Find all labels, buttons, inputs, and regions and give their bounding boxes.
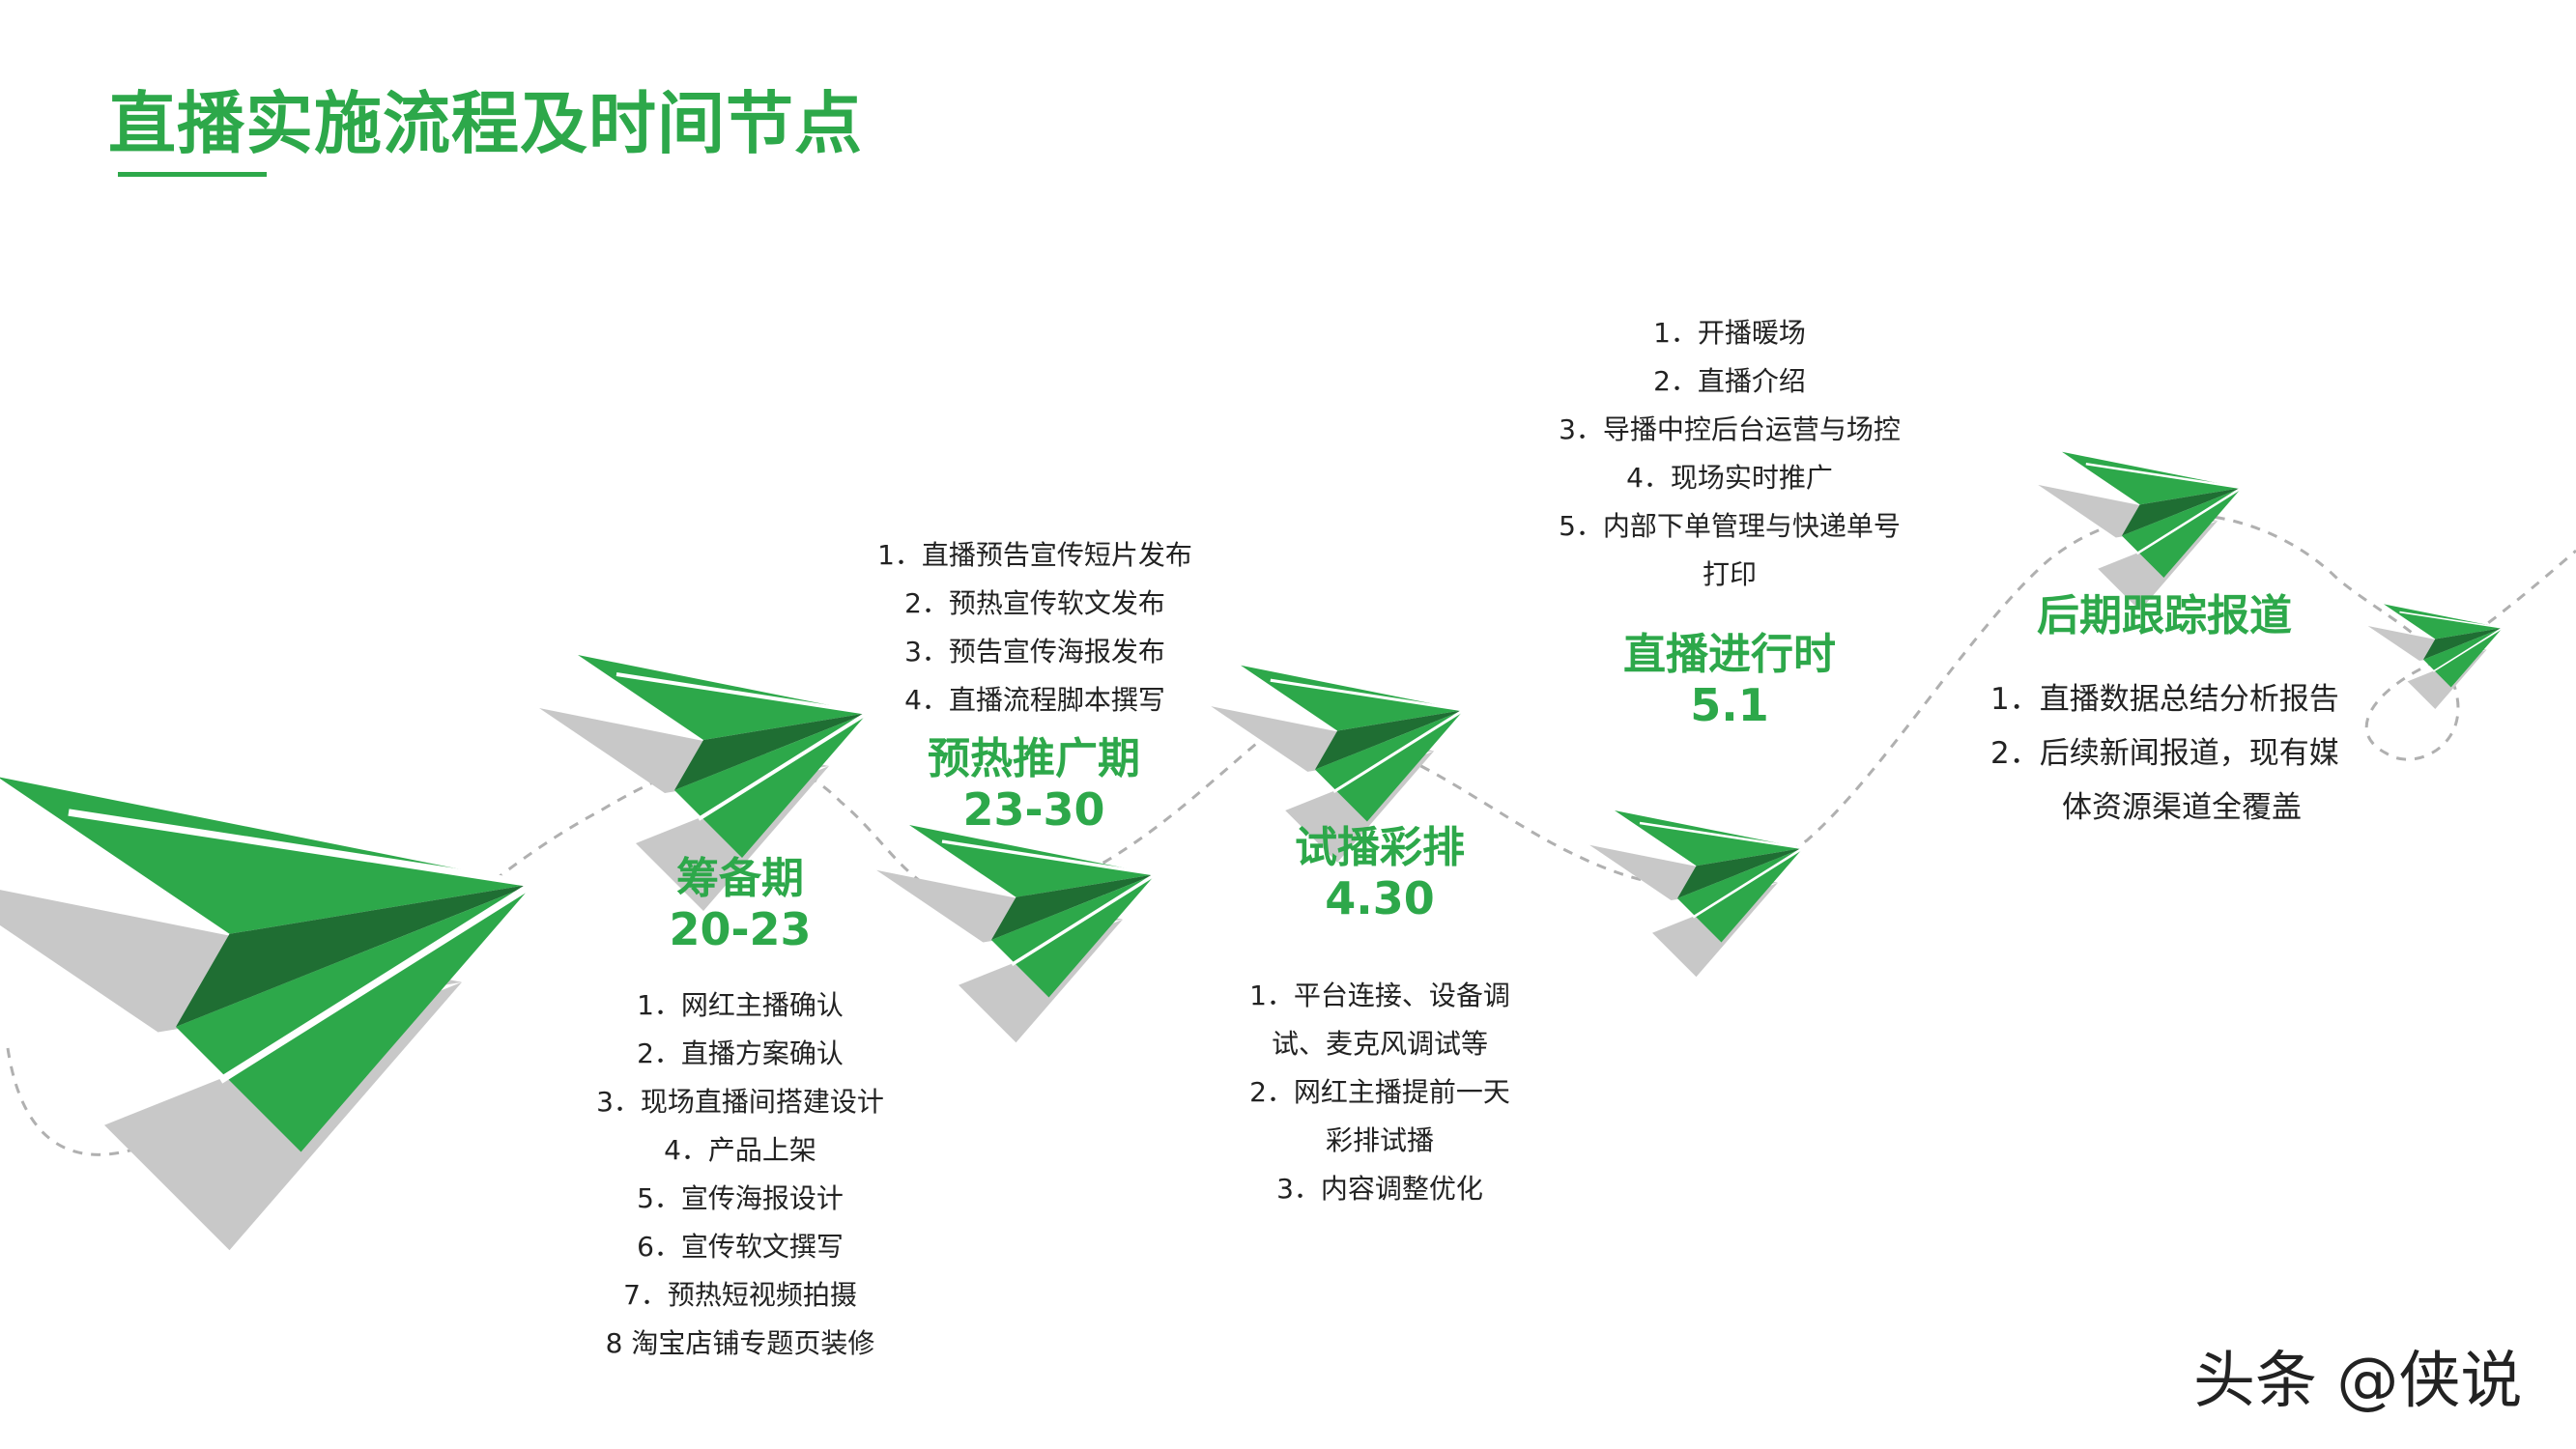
stage-4-title: 直播进行时 5.1	[1594, 630, 1865, 730]
task-item: 2．预热宣传软文发布	[856, 580, 1214, 628]
task-item: 5．内部下单管理与快递单号	[1536, 502, 1923, 551]
paper-plane-icon-6	[2038, 452, 2242, 611]
watermark-text: 头条 @侠说	[2193, 1331, 2522, 1420]
stage-4-name: 直播进行时	[1623, 630, 1836, 679]
task-item: 1．直播数据总结分析报告	[1990, 672, 2377, 726]
task-item: 7．预热短视频拍摄	[547, 1271, 933, 1320]
task-item: 2．网红主播提前一天	[1225, 1068, 1534, 1117]
task-item: 2．直播方案确认	[547, 1030, 933, 1078]
stage-1-task-list: 1．网红主播确认 2．直播方案确认 3．现场直播间搭建设计 4．产品上架 5．宣…	[547, 981, 933, 1368]
task-item: 打印	[1536, 551, 1923, 599]
stage-1-date: 20-23	[634, 904, 846, 954]
task-item: 1．网红主播确认	[547, 981, 933, 1030]
stage-5-name: 后期跟踪报道	[2037, 591, 2292, 640]
stage-2-name: 预热推广期	[928, 734, 1140, 783]
task-item: 4．现场实时推广	[1536, 454, 1923, 502]
stage-2-date: 23-30	[899, 784, 1169, 835]
task-item: 3．现场直播间搭建设计	[547, 1078, 933, 1126]
stage-3-date: 4.30	[1274, 873, 1486, 923]
stage-1-name: 筹备期	[676, 854, 804, 903]
task-item: 4．产品上架	[547, 1126, 933, 1175]
paper-plane-icon-7	[2368, 604, 2503, 709]
task-item: 彩排试播	[1225, 1117, 1534, 1165]
paper-plane-icon-5	[1589, 810, 1803, 977]
task-item: 5．宣传海报设计	[547, 1175, 933, 1223]
stage-3-title: 试播彩排 4.30	[1274, 823, 1486, 923]
task-item: 1．平台连接、设备调	[1225, 972, 1534, 1020]
stage-2-task-list: 1．直播预告宣传短片发布 2．预热宣传软文发布 3．预告宣传海报发布 4．直播流…	[856, 531, 1214, 724]
stage-5-title: 后期跟踪报道	[2010, 591, 2319, 641]
task-item: 1．开播暖场	[1536, 309, 1923, 357]
stage-3-task-list: 1．平台连接、设备调 试、麦克风调试等 2．网红主播提前一天 彩排试播 3．内容…	[1225, 972, 1534, 1213]
stage-3-name: 试播彩排	[1295, 823, 1465, 872]
task-item: 8 淘宝店铺专题页装修	[547, 1320, 933, 1368]
task-item: 3．导播中控后台运营与场控	[1536, 406, 1923, 454]
task-item: 4．直播流程脚本撰写	[856, 676, 1214, 724]
task-item: 3．预告宣传海报发布	[856, 628, 1214, 676]
task-item: 6．宣传软文撰写	[547, 1223, 933, 1271]
task-item: 体资源渠道全覆盖	[1990, 781, 2377, 835]
paper-plane-icon-1	[0, 777, 533, 1250]
task-item: 2．后续新闻报道，现有媒	[1990, 726, 2377, 781]
stage-4-task-list: 1．开播暖场 2．直播介绍 3．导播中控后台运营与场控 4．现场实时推广 5．内…	[1536, 309, 1923, 599]
task-item: 2．直播介绍	[1536, 357, 1923, 406]
stage-2-title: 预热推广期 23-30	[899, 734, 1169, 835]
task-item: 3．内容调整优化	[1225, 1165, 1534, 1213]
stage-5-task-list: 1．直播数据总结分析报告 2．后续新闻报道，现有媒 体资源渠道全覆盖	[1971, 672, 2377, 835]
task-item: 试、麦克风调试等	[1225, 1020, 1534, 1068]
task-item: 1．直播预告宣传短片发布	[856, 531, 1214, 580]
stage-1-title: 筹备期 20-23	[634, 854, 846, 954]
stage-4-date: 5.1	[1594, 680, 1865, 730]
